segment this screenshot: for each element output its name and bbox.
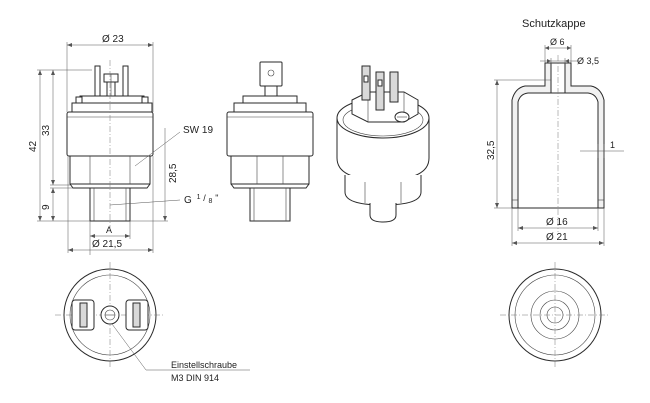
screw-label-line1: Einstellschraube <box>171 360 237 370</box>
protective-cap-view: Schutzkappe Ø 6 Ø 3,5 32,5 1 <box>486 18 624 246</box>
dim-1: 1 <box>610 140 615 150</box>
cap-title: Schutzkappe <box>522 18 586 30</box>
dim-d16: Ø 16 <box>546 217 568 228</box>
isometric-view <box>336 65 430 223</box>
front-view: Ø 23 33 42 9 28,5 SW 19 G 1 / 8 <box>28 34 218 255</box>
label-a: A <box>106 225 112 235</box>
screw-label-line2: M3 DIN 914 <box>171 373 219 383</box>
dim-d21: Ø 21 <box>546 232 568 243</box>
dim-9: 9 <box>41 204 52 210</box>
dim-d21-5: Ø 21,5 <box>92 239 122 250</box>
cap-bottom-view <box>500 262 610 368</box>
dim-28-5: 28,5 <box>168 163 179 183</box>
label-sw19: SW 19 <box>183 125 213 136</box>
dim-d3-5: Ø 3,5 <box>577 56 599 66</box>
dim-32-5: 32,5 <box>486 140 497 160</box>
dim-33: 33 <box>41 124 52 136</box>
dim-d23: Ø 23 <box>102 34 124 45</box>
label-thread: G 1 / 8 " <box>184 191 218 206</box>
top-view: Einstellschraube M3 DIN 914 <box>55 262 250 383</box>
side-view <box>226 61 314 222</box>
dim-42: 42 <box>28 140 39 152</box>
dim-d6: Ø 6 <box>550 37 565 47</box>
